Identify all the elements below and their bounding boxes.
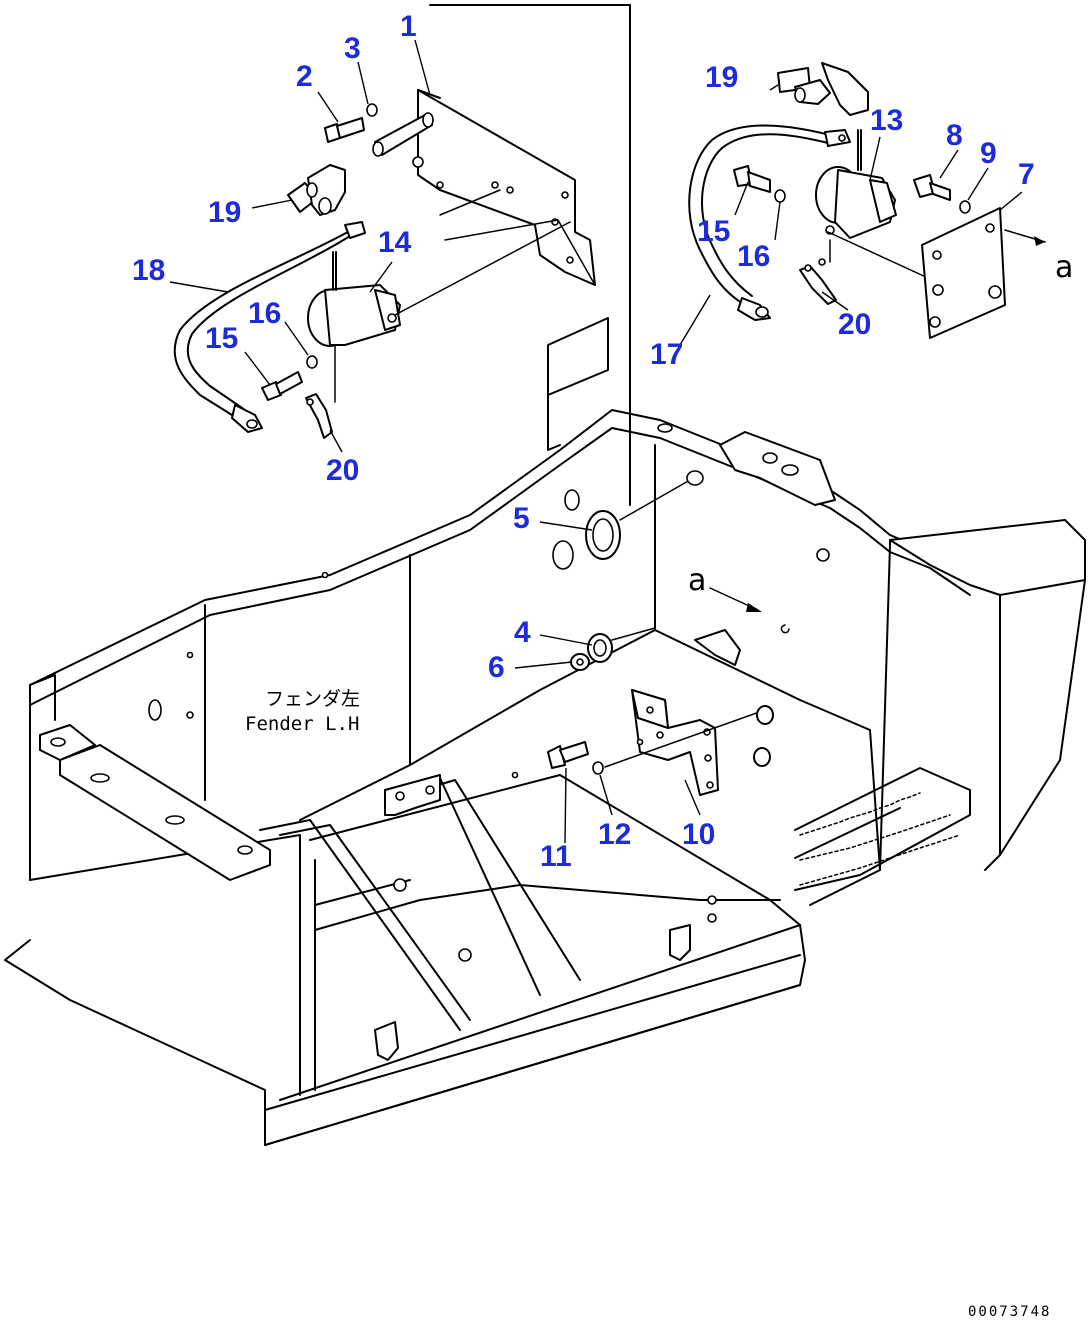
document-number: 00073748 bbox=[968, 1304, 1051, 1320]
part-15-bolt-right bbox=[733, 165, 771, 193]
callout-16-right: 16 bbox=[737, 240, 770, 273]
callout-5: 5 bbox=[513, 502, 530, 535]
part-20-clip-left bbox=[305, 344, 336, 439]
callout-19-right: 19 bbox=[705, 61, 738, 94]
part-15-bolt-left bbox=[261, 371, 303, 401]
callout-3: 3 bbox=[344, 32, 361, 65]
callout-18: 18 bbox=[132, 254, 165, 287]
part-20-clip-right bbox=[799, 239, 837, 305]
part-19-terminal-cap-right bbox=[777, 62, 869, 116]
callout-8: 8 bbox=[946, 119, 963, 152]
part-1-bracket-plate bbox=[412, 89, 596, 286]
part-3-washer bbox=[366, 103, 378, 117]
callout-13: 13 bbox=[870, 104, 903, 137]
view-label-center: a bbox=[688, 563, 706, 598]
callout-19-left: 19 bbox=[208, 196, 241, 229]
part-14-relay-left bbox=[307, 221, 571, 347]
view-label-right: a bbox=[1055, 250, 1073, 285]
leader-lines bbox=[169, 39, 1023, 844]
part-6-nut bbox=[570, 653, 590, 671]
callout-7: 7 bbox=[1018, 158, 1035, 191]
fender-body bbox=[4, 4, 1086, 1146]
callout-17: 17 bbox=[650, 338, 683, 371]
part-2-bolt bbox=[324, 117, 365, 143]
mount-line bbox=[611, 627, 656, 641]
spacer-pin bbox=[372, 112, 434, 157]
part-16-washer-right bbox=[774, 189, 786, 203]
callout-15-right: 15 bbox=[697, 215, 730, 248]
part-18-cable-left bbox=[173, 221, 366, 433]
callout-15-left: 15 bbox=[205, 322, 238, 355]
callout-10: 10 bbox=[682, 818, 715, 851]
part-10-mount-bracket bbox=[604, 689, 774, 796]
part-17-cable-right bbox=[688, 124, 851, 321]
part-19-terminal-cap-left bbox=[287, 164, 346, 216]
view-arrow bbox=[709, 587, 790, 634]
fender-label-en: Fender L.H bbox=[245, 713, 359, 735]
callout-20-right: 20 bbox=[838, 308, 871, 341]
callout-20-left: 20 bbox=[326, 454, 359, 487]
callout-1: 1 bbox=[400, 10, 417, 43]
callout-14: 14 bbox=[378, 226, 412, 259]
part-16-washer-left bbox=[306, 355, 318, 369]
part-9-washer bbox=[959, 200, 971, 214]
part-13-relay-right bbox=[815, 129, 929, 279]
part-4-collar bbox=[587, 633, 613, 663]
callout-4: 4 bbox=[514, 616, 531, 649]
callout-12: 12 bbox=[598, 818, 631, 851]
part-11-bolt bbox=[547, 741, 589, 769]
callout-11: 11 bbox=[540, 840, 572, 873]
callout-numbers: 1 2 3 19 18 14 16 15 20 19 13 8 9 7 15 1… bbox=[132, 10, 1035, 873]
fender-label-jp: フェンダ左 bbox=[265, 688, 360, 710]
callout-6: 6 bbox=[488, 651, 505, 684]
callout-2: 2 bbox=[296, 60, 313, 93]
callout-9: 9 bbox=[980, 137, 997, 170]
part-8-bolt bbox=[913, 174, 951, 201]
part-5-grommet bbox=[585, 470, 704, 560]
callout-16-left: 16 bbox=[248, 297, 281, 330]
part-12-washer bbox=[592, 761, 604, 775]
part-7-cover-plate bbox=[921, 207, 1046, 339]
